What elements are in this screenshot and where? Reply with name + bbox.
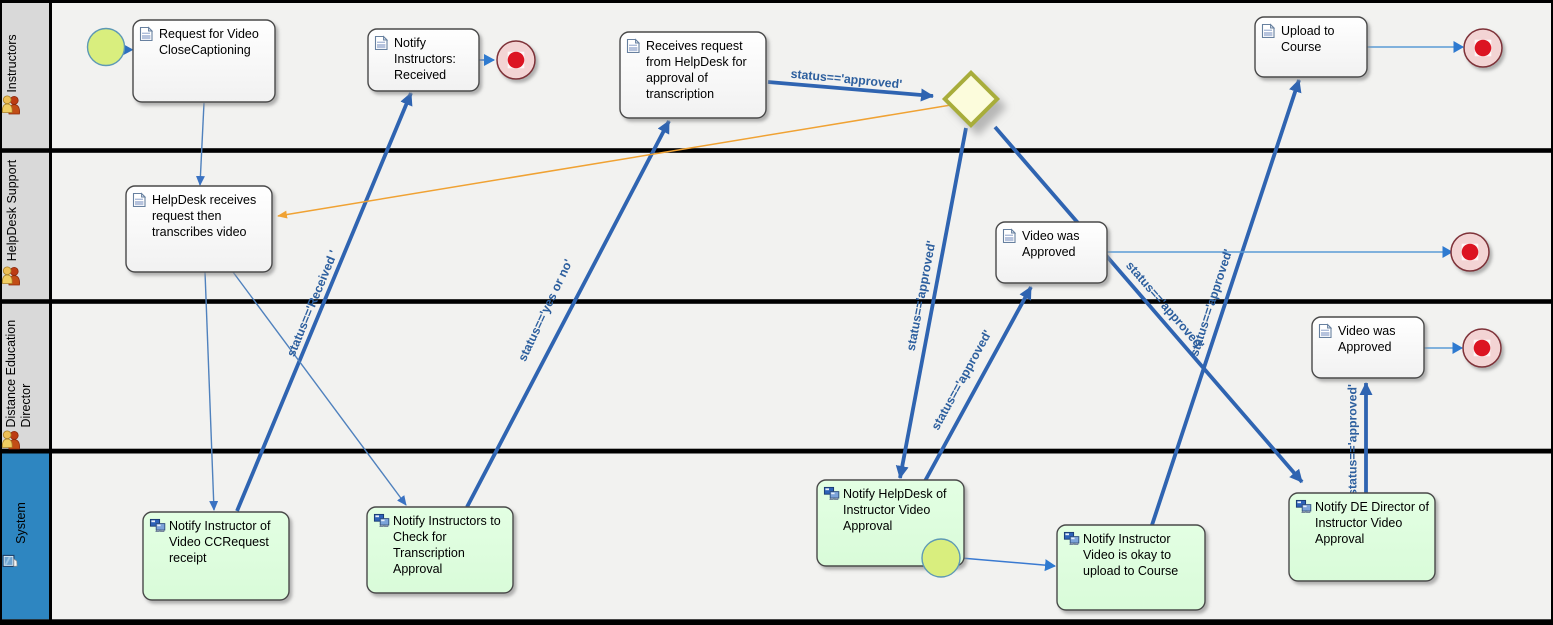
svg-text:status=='approved': status=='approved' — [1346, 384, 1360, 496]
svg-text:Distance Education: Distance Education — [4, 320, 18, 428]
svg-text:Director: Director — [19, 384, 33, 428]
svg-text:Instructors: Instructors — [5, 34, 19, 92]
svg-text:HelpDesk Support: HelpDesk Support — [5, 159, 19, 261]
svg-text:System: System — [14, 502, 28, 544]
